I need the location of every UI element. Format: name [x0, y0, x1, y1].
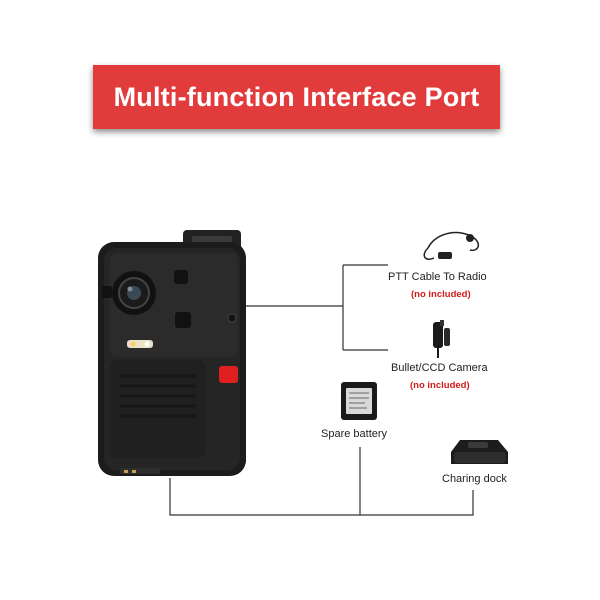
battery-label: Spare battery: [321, 428, 388, 440]
ptt-cable-note: (no included): [411, 289, 471, 300]
banner-title: Multi-function Interface Port: [113, 81, 480, 112]
bullet-camera-label: Bullet/CCD Camera: [391, 362, 488, 374]
charging-dock-label: Charing dock: [442, 473, 507, 485]
ptt-cable-label: PTT Cable To Radio: [388, 271, 487, 283]
title-banner: Multi-function Interface Port: [93, 65, 500, 129]
bullet-camera-note: (no included): [410, 380, 470, 391]
